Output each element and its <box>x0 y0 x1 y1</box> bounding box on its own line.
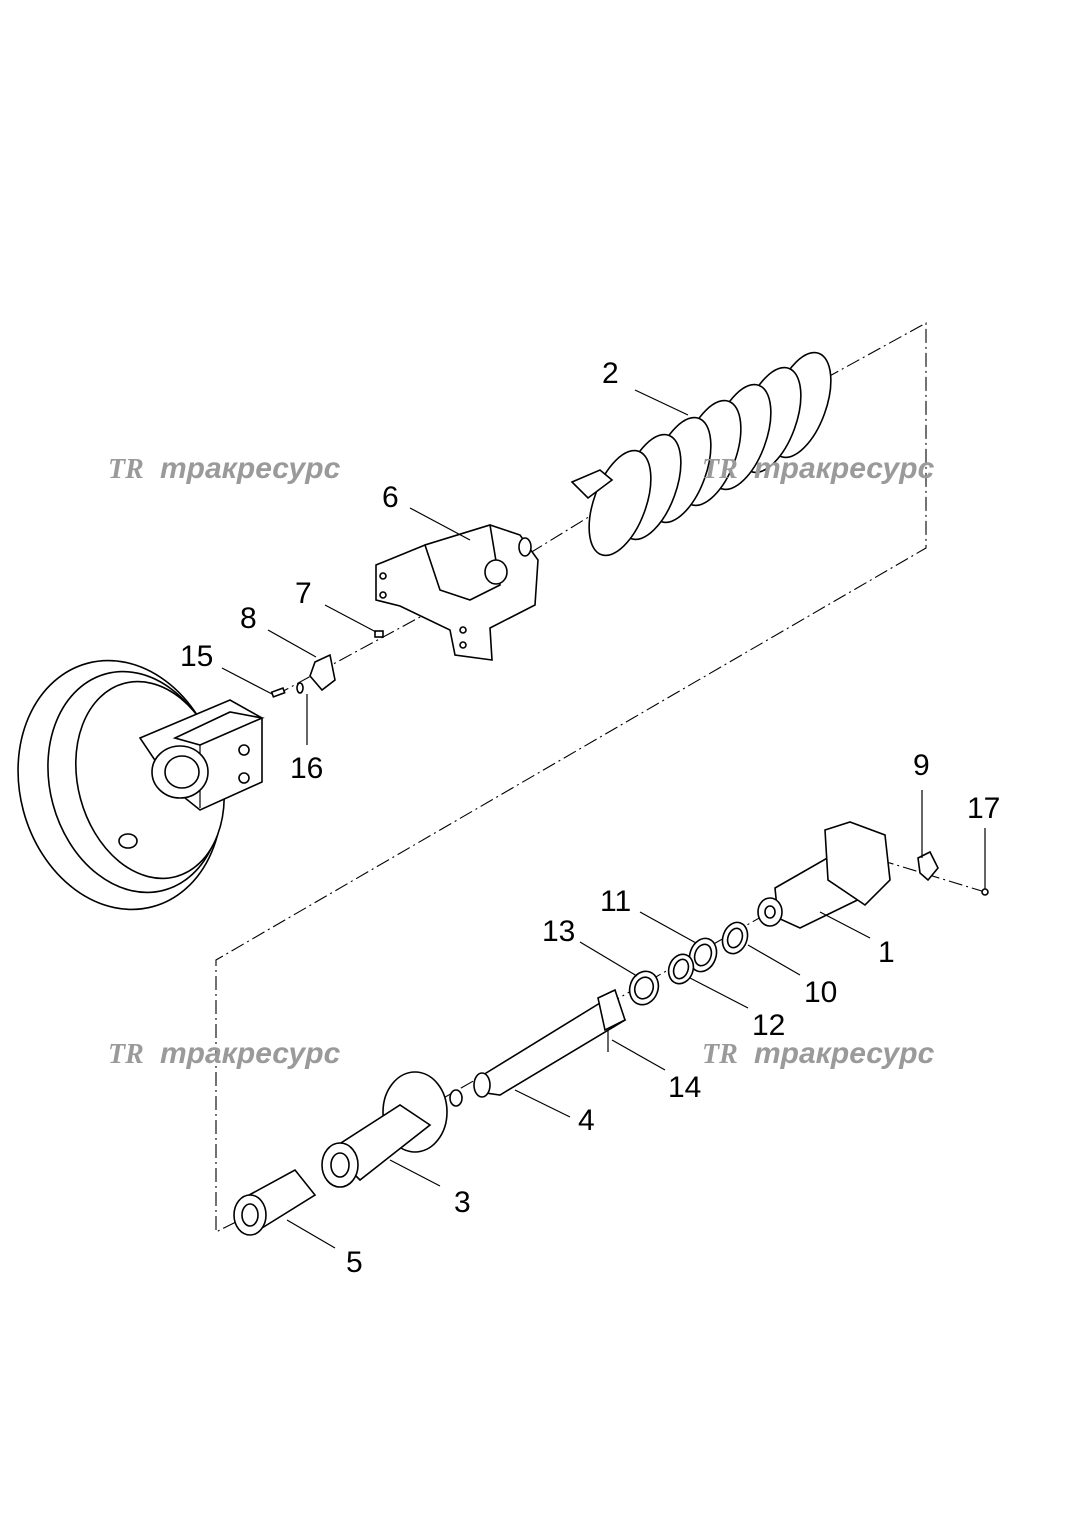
part-7-washer <box>374 630 384 638</box>
part-2-spring <box>570 351 832 557</box>
part-15-bolt <box>270 687 286 698</box>
watermark-logo: TR <box>108 454 144 485</box>
part-16-washer <box>296 682 304 694</box>
part-4-rod <box>449 988 627 1107</box>
callout-7: 7 <box>295 577 312 610</box>
callout-10: 10 <box>804 976 837 1009</box>
callout-5: 5 <box>346 1246 363 1279</box>
part-5-sleeve <box>233 1168 317 1236</box>
leader-lines <box>221 389 986 1249</box>
callout-14: 14 <box>668 1071 701 1104</box>
callout-4: 4 <box>578 1104 595 1137</box>
watermark-2: TR тракресурс <box>702 452 935 485</box>
watermark-4: TR тракресурс <box>702 1037 935 1070</box>
callout-17: 17 <box>967 792 1000 825</box>
watermark-3: TR тракресурс <box>108 1037 341 1070</box>
watermark-text: тракресурс <box>160 452 341 485</box>
watermark-1: TR тракресурс <box>108 452 341 485</box>
callout-labels: 2 6 7 8 15 16 9 17 1 10 11 12 13 14 4 3 … <box>180 357 1000 1279</box>
callout-12: 12 <box>752 1009 785 1042</box>
callout-1: 1 <box>878 936 895 969</box>
watermark-text: тракресурс <box>160 1037 341 1070</box>
part-8-lock-plate <box>309 653 336 692</box>
idler-wheel <box>17 659 265 911</box>
callout-15: 15 <box>180 640 213 673</box>
watermark-text: тракресурс <box>754 1037 935 1070</box>
small-hardware-upper <box>270 630 384 698</box>
callout-2: 2 <box>602 357 619 390</box>
seal-rings <box>628 921 749 1006</box>
callout-13: 13 <box>542 915 575 948</box>
watermark-text: тракресурс <box>754 452 935 485</box>
callout-9: 9 <box>913 749 930 782</box>
callout-3: 3 <box>454 1186 471 1219</box>
part-1-cylinder <box>757 821 891 929</box>
callout-16: 16 <box>290 752 323 785</box>
part-6-yoke <box>375 523 539 661</box>
parts-9-17 <box>917 850 989 896</box>
watermark-logo: TR <box>108 1039 144 1070</box>
part-3-bushing <box>321 1071 448 1188</box>
callout-11: 11 <box>600 885 631 918</box>
callout-8: 8 <box>240 602 257 635</box>
callout-6: 6 <box>382 481 399 514</box>
watermark-logo: TR <box>702 1039 738 1070</box>
watermark-logo: TR <box>702 454 738 485</box>
